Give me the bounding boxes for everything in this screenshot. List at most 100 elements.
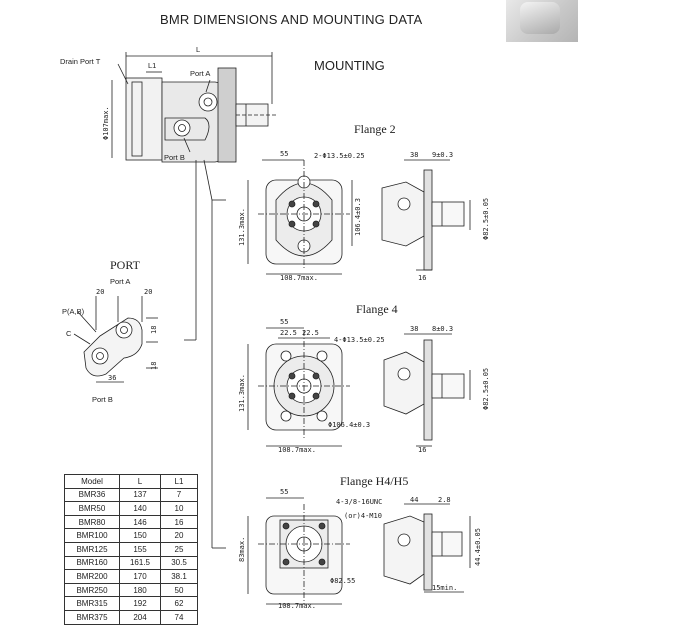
cell-l: 150 [119, 528, 161, 543]
flange4-dim-height: 131.3max. [238, 374, 246, 412]
flangeh-dim-thread: 4-3/8-16UNC [336, 498, 382, 506]
cell-l: 137 [119, 487, 161, 503]
cell-model: BMR80 [64, 514, 120, 530]
table-header-row: Model L L1 [64, 474, 198, 489]
dim-diameter-label: Φ107max. [102, 106, 110, 140]
cell-model: BMR50 [64, 501, 120, 516]
cell-l: 204 [119, 609, 161, 625]
cell-model: BMR315 [64, 596, 120, 611]
cell-l: 146 [119, 514, 161, 530]
port-heading: PORT [110, 258, 140, 272]
cell-l1: 20 [160, 528, 198, 543]
flange4-dim-225b: 22.5 [302, 329, 319, 337]
flangeh-dim-width: 108.7max. [278, 602, 316, 610]
cell-l1: 7 [160, 487, 198, 503]
header-model: Model [64, 474, 120, 489]
port-detail [73, 296, 158, 383]
flangeh-dim-444: 44.4±0.05 [474, 528, 482, 566]
flangeh-dim-height: 83max. [238, 537, 246, 562]
cell-l1: 38.1 [160, 569, 198, 584]
flange-2-labels: 55 2-Φ13.5±0.25 108.7max. 131.3max. 106.… [238, 150, 490, 282]
flange-h-front-view [247, 497, 350, 605]
cell-model: BMR125 [64, 541, 120, 557]
flangeh-dim-44: 44 [410, 496, 418, 504]
port-b-label: Port B [164, 153, 185, 162]
side-view-motor [111, 52, 276, 549]
flange2-dim-16: 16 [418, 274, 426, 282]
dim-20b: 20 [144, 288, 152, 296]
flangeh-dim-28: 2.8 [438, 496, 451, 504]
header-l1: L1 [160, 474, 198, 489]
dim-36: 36 [108, 374, 116, 382]
dim-18a: 18 [150, 326, 158, 334]
port-b-detail-label: Port B [92, 395, 113, 404]
flange-2-front-view [247, 159, 353, 275]
cell-model: BMR250 [64, 582, 120, 598]
cell-model: BMR200 [64, 569, 120, 584]
cell-l: 140 [119, 501, 161, 516]
page-title: BMR DIMENSIONS AND MOUNTING DATA [160, 12, 423, 27]
dim-l1-label: L1 [148, 61, 156, 70]
drain-port-label: Drain Port T [60, 57, 101, 66]
port-a-label: Port A [190, 69, 210, 78]
cell-model: BMR375 [64, 609, 120, 625]
flange-2-side-view [381, 159, 471, 271]
flange2-dim-shaft: Φ82.5±0.05 [482, 198, 490, 240]
dim-20a: 20 [96, 288, 104, 296]
flange4-dim-holes: 4-Φ13.5±0.25 [334, 336, 385, 344]
cell-model: BMR100 [64, 528, 120, 543]
flange4-dim-width: 108.7max. [278, 446, 316, 454]
port-a-detail-label: Port A [110, 277, 130, 286]
flange-h-labels: 55 4-3/8-16UNC (or)4-M10 Φ82.55 108.7max… [238, 488, 482, 610]
cell-l: 192 [119, 596, 161, 611]
cell-l1: 50 [160, 582, 198, 598]
cell-l1: 62 [160, 596, 198, 611]
flange2-dim-pcd: 106.4±0.3 [354, 198, 362, 236]
dim-l-label: L [196, 45, 200, 54]
flange2-dim-height: 131.3max. [238, 208, 246, 246]
side-view-labels: Drain Port T Port A Port B L L1 Φ107max. [60, 45, 210, 162]
cell-model: BMR160 [64, 555, 120, 571]
flange-4-label: Flange 4 [356, 302, 398, 316]
cell-l: 170 [119, 569, 161, 584]
flangeh-dim-15min: 15min. [432, 584, 457, 592]
flange-4-front-view [247, 327, 350, 447]
cell-l1: 25 [160, 541, 198, 557]
cell-l1: 74 [160, 609, 198, 625]
flange2-dim-55: 55 [280, 150, 288, 158]
flange2-dim-38: 38 [410, 151, 418, 159]
flange4-dim-55: 55 [280, 318, 288, 326]
motor-photo [506, 0, 578, 42]
flange4-dim-225a: 22.5 [280, 329, 297, 337]
flange2-dim-9: 9±0.3 [432, 151, 453, 159]
cell-l1: 30.5 [160, 555, 198, 571]
flange-h-side-view [383, 503, 471, 593]
flange-4-side-view [383, 333, 471, 447]
flange-4-labels: 55 22.5 22.5 4-Φ13.5±0.25 Φ106.4±0.3 108… [238, 318, 490, 454]
flangeh-dim-shaft: Φ82.55 [330, 577, 355, 585]
cell-model: BMR36 [64, 487, 120, 503]
flange-h-label: Flange H4/H5 [340, 474, 409, 488]
header-l: L [119, 474, 161, 489]
flange4-dim-pcd: Φ106.4±0.3 [328, 421, 370, 429]
flange4-dim-8: 8±0.3 [432, 325, 453, 333]
mounting-heading: MOUNTING [314, 58, 385, 73]
port-detail-labels: Port A Port B P(A,B) C 20 20 18 18 36 [62, 277, 158, 404]
flange-2-label: Flange 2 [354, 122, 396, 136]
cell-l: 161.5 [119, 555, 161, 571]
flangeh-dim-55: 55 [280, 488, 288, 496]
flange4-dim-38: 38 [410, 325, 418, 333]
cell-l1: 10 [160, 501, 198, 516]
c-label: C [66, 329, 72, 338]
dim-18b: 18 [150, 362, 158, 370]
